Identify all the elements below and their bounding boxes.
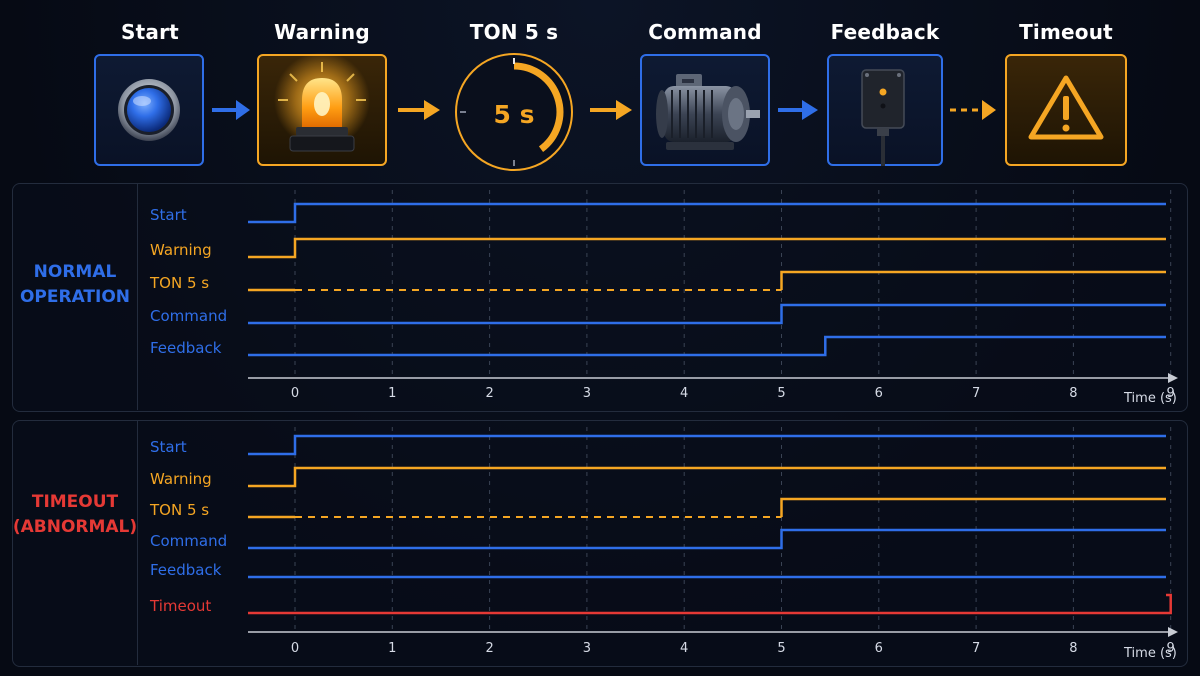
timer-dial-icon: 5 s (455, 53, 573, 171)
arrow-feedback-timeout (950, 100, 996, 120)
signal-trace (248, 528, 1166, 550)
signal-trace (248, 335, 1166, 357)
signal-label: Warning (150, 470, 212, 488)
signal-trace (248, 237, 1166, 259)
time-axis-arrowhead (1168, 373, 1178, 383)
signal-trace (248, 202, 1166, 224)
start-pushbutton-icon (118, 79, 180, 141)
timeout-abnormal-title: TIMEOUT (ABNORMAL) (10, 490, 140, 540)
signal-label: Command (150, 532, 227, 550)
time-tick-label: 5 (777, 641, 785, 656)
signal-label: Start (150, 438, 187, 456)
signal-trace (248, 270, 1166, 292)
timeout-title-line-1: TIMEOUT (31, 492, 119, 512)
step-label-warning: Warning (274, 20, 370, 44)
start-step (94, 54, 204, 166)
time-tick-label: 0 (291, 641, 299, 656)
time-tick-label: 3 (583, 386, 591, 401)
signal-trace (248, 434, 1166, 456)
signal-label: Warning (150, 241, 212, 259)
time-axis-label: Time (s) (1123, 646, 1177, 661)
signal-trace (248, 593, 1172, 615)
time-tick-label: 4 (680, 386, 688, 401)
feedback-step (827, 54, 943, 166)
time-tick-label: 9 (1167, 641, 1175, 656)
arrow-timer-command (590, 100, 632, 120)
step-label-feedback: Feedback (830, 20, 940, 44)
time-tick-label: 9 (1167, 386, 1175, 401)
timeout-step (1005, 54, 1127, 166)
warning-beacon-icon (274, 52, 370, 152)
time-tick-label: 8 (1069, 386, 1077, 401)
time-tick-label: 2 (485, 386, 493, 401)
step-label-ton: TON 5 s (469, 20, 559, 44)
normal-title-line-2: OPERATION (19, 287, 131, 307)
signal-label: TON 5 s (149, 501, 209, 519)
signal-trace (248, 466, 1166, 488)
signal-trace (248, 497, 1166, 519)
time-tick-label: 0 (291, 386, 299, 401)
normal-operation-title: NORMAL OPERATION (10, 260, 140, 310)
signal-label: TON 5 s (149, 274, 209, 292)
time-axis-arrowhead (1168, 627, 1178, 637)
step-label-command: Command (648, 20, 762, 44)
alert-triangle-icon (1028, 75, 1104, 140)
warning-step (257, 52, 387, 166)
time-tick-label: 5 (777, 386, 785, 401)
signal-label: Command (150, 307, 227, 325)
normal-panel-divider (137, 184, 138, 410)
signal-trace (248, 303, 1166, 325)
time-tick-label: 1 (388, 641, 396, 656)
signal-label: Timeout (149, 597, 211, 615)
timeout-title-line-2: (ABNORMAL) (12, 517, 138, 537)
timeout-panel-divider (137, 421, 138, 665)
signal-label: Start (150, 206, 187, 224)
step-label-start: Start (121, 20, 179, 44)
signal-label: Feedback (150, 561, 222, 579)
time-tick-label: 8 (1069, 641, 1077, 656)
arrow-command-feedback (778, 100, 818, 120)
time-tick-label: 1 (388, 386, 396, 401)
arrow-start-warning (212, 100, 250, 120)
time-tick-label: 4 (680, 641, 688, 656)
time-tick-label: 2 (485, 641, 493, 656)
normal-operation-panel (12, 183, 1188, 412)
arrow-warning-timer (398, 100, 440, 120)
sensor-icon (861, 69, 905, 166)
time-axis-label: Time (s) (1123, 391, 1177, 406)
time-tick-label: 6 (875, 386, 883, 401)
timeout-panel (12, 420, 1188, 667)
time-tick-label: 7 (972, 386, 980, 401)
step-label-timeout: Timeout (1019, 20, 1113, 44)
motor-icon (656, 74, 760, 150)
timing-gridlines (294, 190, 1172, 632)
timer-value-text: 5 s (494, 100, 535, 129)
timer-step: 5 s (455, 53, 573, 171)
time-tick-label: 7 (972, 641, 980, 656)
signal-label: Feedback (150, 339, 222, 357)
time-tick-label: 3 (583, 641, 591, 656)
normal-title-line-1: NORMAL (33, 262, 117, 282)
command-step (640, 54, 770, 166)
time-tick-label: 6 (875, 641, 883, 656)
